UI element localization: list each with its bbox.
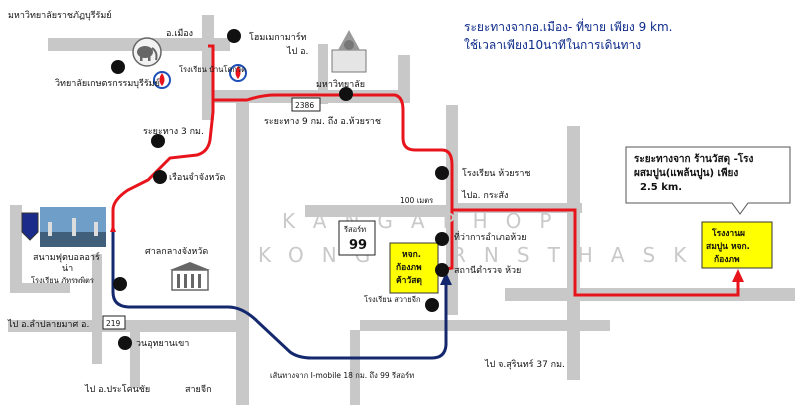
- watermark-line2: KONGPORNSTHASKUL: [258, 243, 766, 267]
- label-amphoe-mueang: อ.เมือง: [166, 28, 193, 39]
- label-to-krasang: ไปอ. กระสัง: [461, 190, 508, 201]
- distance-callout: ระยะทางจาก ร้านวัสดุ -โรง ผสมปูน(แพล้นปู…: [625, 146, 791, 215]
- shop-line3: ค้าวัสดุ: [396, 275, 422, 286]
- landmark-dot-icon: [425, 298, 439, 312]
- road-2386-label: 2386: [295, 101, 314, 110]
- red-route-arrow: [732, 269, 744, 282]
- label-prison: เรือนจำจังหวัด: [169, 172, 225, 183]
- label-rajabhat: มหาวิทยาลัยราชภัฏบุรีรัมย์: [8, 9, 112, 21]
- temple-icon: [331, 30, 367, 73]
- stadium-photo-icon: [40, 207, 106, 247]
- label-school-huairat: โรงเรียน ห้วยราช: [462, 168, 531, 179]
- label-sawaichik: สายจีก: [185, 384, 212, 395]
- label-school-phattarapit: โรงเรียน ภัทรพพิตร: [31, 276, 94, 285]
- label-distance-100m: 100 เมตร: [400, 196, 433, 205]
- landmark-dot-icon: [151, 134, 165, 148]
- label-school-sawai: โรงเรียน สวายจีก: [364, 295, 421, 304]
- resort-name: รีสอร์ท: [343, 225, 366, 234]
- blue-route-imobile: [111, 232, 448, 360]
- road-sign-219: 219: [102, 315, 126, 330]
- label-school-ban: โรงเรียน บ้านโคกวัด: [179, 65, 246, 74]
- label-to-lamplaimat: ไป อ.ลำปลายมาศ อ.: [7, 319, 89, 330]
- landmark-dot-icon: [435, 166, 449, 180]
- resort-99: รีสอร์ท 99: [338, 220, 376, 256]
- callout-line3: 2.5 km.: [640, 182, 682, 193]
- shop-location: หจก. ก้องภพ ค้าวัสดุ: [389, 242, 439, 294]
- landmark-dot-icon: [435, 263, 449, 277]
- red-route-start-arrow: [110, 224, 116, 232]
- label-distance-9km: ระยะทาง 9 กม. ถึง อ.ห้วยราช: [264, 116, 381, 127]
- landmark-dots: [111, 29, 449, 350]
- gas-station-icon: [153, 71, 171, 89]
- concrete-plant: โรงงานผ สมปูน หจก. ก้องภพ: [701, 221, 773, 269]
- red-route-to-plant: [452, 208, 740, 297]
- watermark-line1: KANGAPHOP: [282, 209, 570, 233]
- label-homemart: โฮมเมกามาร์ท: [249, 31, 307, 43]
- shop-line1: หจก.: [402, 250, 421, 260]
- label-police: สถานีตำรวจ ห้วย: [454, 265, 521, 276]
- label-route-imobile: เส้นทางจาก I-mobile 18 กม. ถึง 99 รีสอร์…: [270, 371, 414, 380]
- road-219-label: 219: [106, 319, 121, 328]
- label-agri-college: วิทยาลัยเกษตรกรรมบุรีรัมย์: [55, 77, 160, 89]
- label-stadium-2: น่า: [62, 264, 73, 274]
- label-mahawit: มหาวิทยาลัย: [316, 79, 365, 90]
- red-route-main: [111, 44, 215, 232]
- elephant-emblem-icon: [132, 37, 162, 67]
- label-to-prakhonchai: ไป อ.ประโคนชัย: [84, 384, 150, 395]
- resort-number: 99: [349, 238, 367, 253]
- government-building-icon: [170, 262, 210, 291]
- plant-line3: ก้องภพ: [714, 254, 740, 265]
- landmark-dot-icon: [435, 232, 449, 246]
- label-stadium: สนามฟุตบอลอาร์: [33, 251, 100, 263]
- gas-station-icon: [229, 64, 247, 82]
- landmark-dot-icon: [118, 336, 132, 350]
- landmark-dot-icon: [227, 29, 241, 43]
- label-wanuthayan: วนอุทยานเขา: [136, 339, 189, 349]
- shop-line2: ก้องภพ: [396, 262, 422, 273]
- plant-line2: สมปูน หจก.: [706, 242, 750, 252]
- info-line1: ระยะทางจากอ.เมือง- ที่ขาย เพียง 9 km.: [464, 18, 672, 34]
- landmark-dot-icon: [339, 87, 353, 101]
- label-district-office: ที่ว่าการอำเภอห้วย: [454, 230, 527, 243]
- label-to-amphoe: ไป อ.: [286, 46, 308, 57]
- red-route-east: [213, 93, 454, 272]
- landmark-dot-icon: [113, 277, 127, 291]
- road-sign-2386: 2386: [291, 97, 321, 112]
- label-to-surin: ไป จ.สุรินทร์ 37 กม.: [484, 358, 565, 370]
- label-distance-3km: ระยะทาง 3 กม.: [143, 127, 204, 137]
- landmark-dot-icon: [153, 170, 167, 184]
- label-court: ศาลกลางจังหวัด: [145, 247, 208, 257]
- info-line2: ใช้เวลาเพียง10นาทีในการเดินทาง: [464, 38, 641, 52]
- landmark-dot-icon: [111, 60, 125, 74]
- callout-line2: ผสมปูน(แพล้นปูน) เพียง: [634, 167, 738, 180]
- plant-line1: โรงงานผ: [711, 228, 745, 239]
- shield-logo-icon: [21, 212, 39, 241]
- callout-line1: ระยะทางจาก ร้านวัสดุ -โรง: [634, 152, 753, 165]
- blue-route-arrow: [440, 272, 452, 285]
